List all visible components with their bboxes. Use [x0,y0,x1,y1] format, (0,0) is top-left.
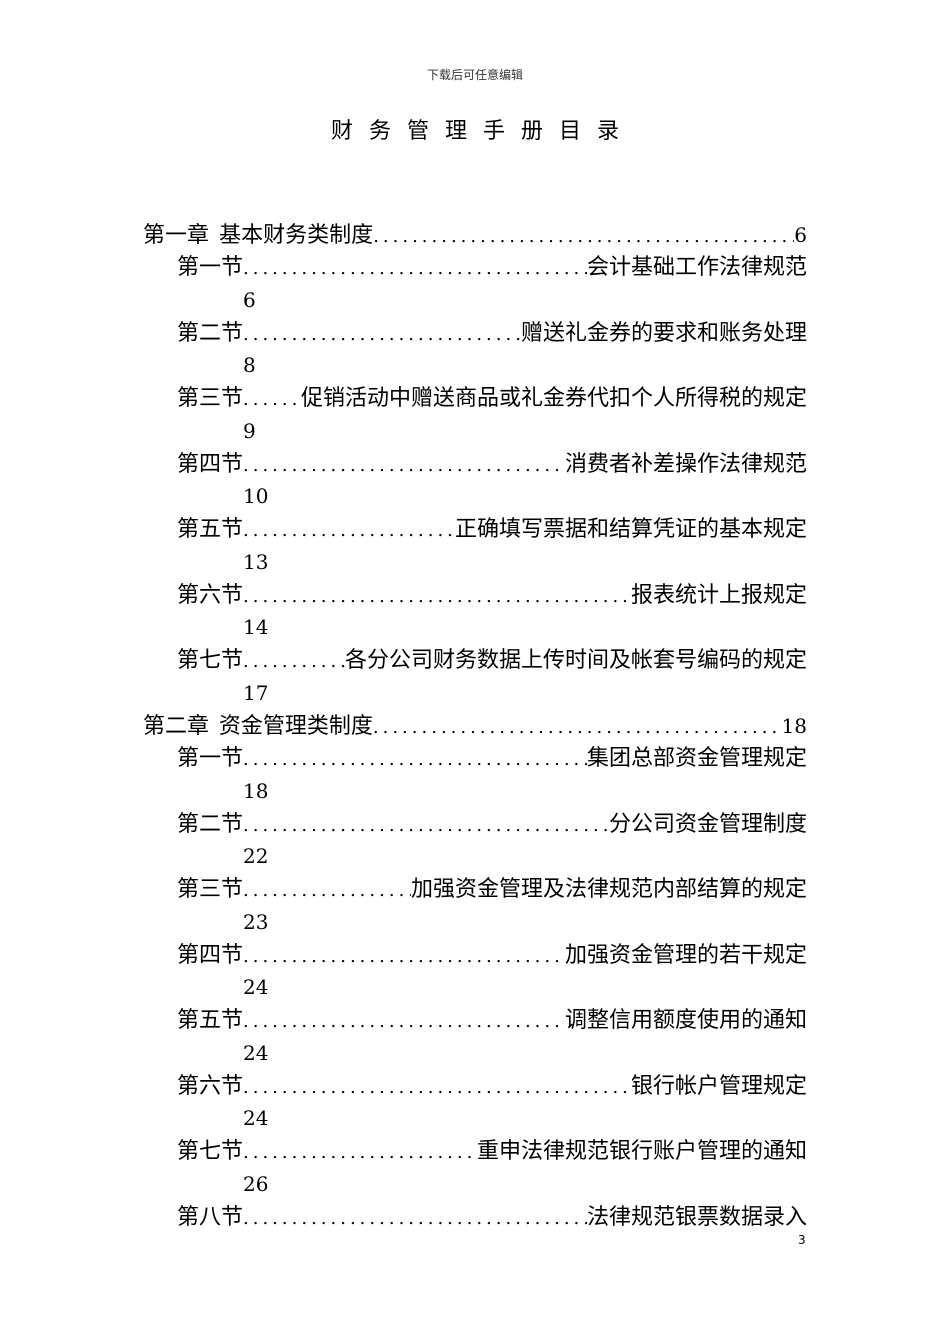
chapter-title: 基本财务类制度 [219,223,374,248]
section-label: 第二节 [177,812,244,837]
toc-section-2-2[interactable]: 第二节 分公司资金管理制度 [177,808,807,842]
page-ref: 26 [243,1172,269,1196]
toc-section-2-3[interactable]: 第三节 加强资金管理及法律规范内部结算的规定 [177,873,807,907]
page-ref: 9 [243,419,256,443]
page-ref: 24 [243,1041,269,1065]
toc-chapter-1[interactable]: 第一章 基本财务类制度 6 [143,218,807,252]
dot-leader [243,383,301,417]
section-title: 赠送礼金券的要求和账务处理 [520,321,807,346]
toc-section-1-7[interactable]: 第七节 各分公司财务数据上传时间及帐套号编码的规定 [177,644,807,678]
page-ref: 17 [243,681,269,705]
chapter-title: 资金管理类制度 [218,714,373,739]
toc-section-1-5[interactable]: 第五节 正确填写票据和结算凭证的基本规定 [177,513,807,547]
page-ref: 8 [243,353,256,377]
dot-leader [243,449,565,483]
section-label: 第四节 [177,943,244,968]
toc-section-1-6[interactable]: 第六节 报表统计上报规定 [177,579,807,613]
toc-section-1-3[interactable]: 第三节 促销活动中赠送商品或礼金券代扣个人所得税的规定 [177,382,807,416]
section-label: 第八节 [177,1205,244,1230]
section-label: 第四节 [177,452,244,477]
page-ref: 14 [243,615,269,639]
section-label: 第七节 [177,648,244,673]
dot-leader [243,743,587,777]
chapter-label: 第二章 [143,714,210,739]
section-title: 加强资金管理的若干规定 [564,943,807,968]
chapter-label: 第一章 [143,223,210,248]
page-ref: 24 [243,1106,269,1130]
dot-leader [243,580,631,614]
section-label: 第六节 [177,1074,244,1099]
dot-leader [243,514,455,548]
dot-leader [243,1005,565,1039]
section-title: 集团总部资金管理规定 [586,746,807,771]
section-label: 第三节 [177,386,244,411]
section-title: 银行帐户管理规定 [630,1074,807,1099]
section-title: 分公司资金管理制度 [608,812,807,837]
dot-leader [243,318,521,352]
dot-leader [373,220,794,254]
page-ref: 13 [243,550,269,574]
section-title: 报表统计上报规定 [630,583,807,608]
page-ref: 6 [794,223,807,247]
section-title: 会计基础工作法律规范 [586,255,807,280]
dot-leader [243,1136,477,1170]
page-ref: 18 [243,779,269,803]
header-note: 下载后可任意编辑 [426,68,523,82]
toc-section-1-2[interactable]: 第二节 赠送礼金券的要求和账务处理 [177,317,807,351]
toc-section-2-1[interactable]: 第一节 集团总部资金管理规定 [177,742,807,776]
page-ref: 23 [243,910,269,934]
section-title: 各分公司财务数据上传时间及帐套号编码的规定 [344,648,807,673]
section-label: 第二节 [177,321,244,346]
section-label: 第七节 [177,1139,244,1164]
section-title: 促销活动中赠送商品或礼金券代扣个人所得税的规定 [300,386,807,411]
section-title: 正确填写票据和结算凭证的基本规定 [454,517,807,542]
dot-leader [243,1071,631,1105]
section-title: 调整信用额度使用的通知 [564,1008,807,1033]
toc-section-2-5[interactable]: 第五节 调整信用额度使用的通知 [177,1004,807,1038]
page-ref: 24 [243,975,269,999]
page-ref: 22 [243,844,269,868]
page-ref: 6 [243,288,256,312]
dot-leader [243,809,609,843]
dot-leader [243,940,565,974]
dot-leader [243,1202,587,1236]
section-title: 加强资金管理及法律规范内部结算的规定 [410,877,807,902]
section-title: 法律规范银票数据录入 [586,1205,807,1230]
document-title: 财务管理手册目录 [330,119,635,144]
section-label: 第一节 [177,255,244,280]
toc-section-1-1[interactable]: 第一节 会计基础工作法律规范 [177,251,807,285]
section-label: 第五节 [177,517,244,542]
section-label: 第三节 [177,877,244,902]
dot-leader [373,711,782,745]
dot-leader [243,874,411,908]
toc-chapter-2[interactable]: 第二章 资金管理类制度 18 [143,709,807,743]
section-title: 重申法律规范银行账户管理的通知 [476,1139,807,1164]
page-ref: 18 [781,714,807,738]
toc-section-2-6[interactable]: 第六节 银行帐户管理规定 [177,1070,807,1104]
toc-section-2-7[interactable]: 第七节 重申法律规范银行账户管理的通知 [177,1135,807,1169]
page-number: 3 [798,1233,806,1247]
section-label: 第五节 [177,1008,244,1033]
section-label: 第六节 [177,583,244,608]
toc-section-2-4[interactable]: 第四节 加强资金管理的若干规定 [177,939,807,973]
toc-section-2-8[interactable]: 第八节 法律规范银票数据录入 [177,1201,807,1235]
section-label: 第一节 [177,746,244,771]
dot-leader [243,645,345,679]
section-title: 消费者补差操作法律规范 [564,452,807,477]
dot-leader [243,252,587,286]
toc-section-1-4[interactable]: 第四节 消费者补差操作法律规范 [177,448,807,482]
page-ref: 10 [243,484,269,508]
